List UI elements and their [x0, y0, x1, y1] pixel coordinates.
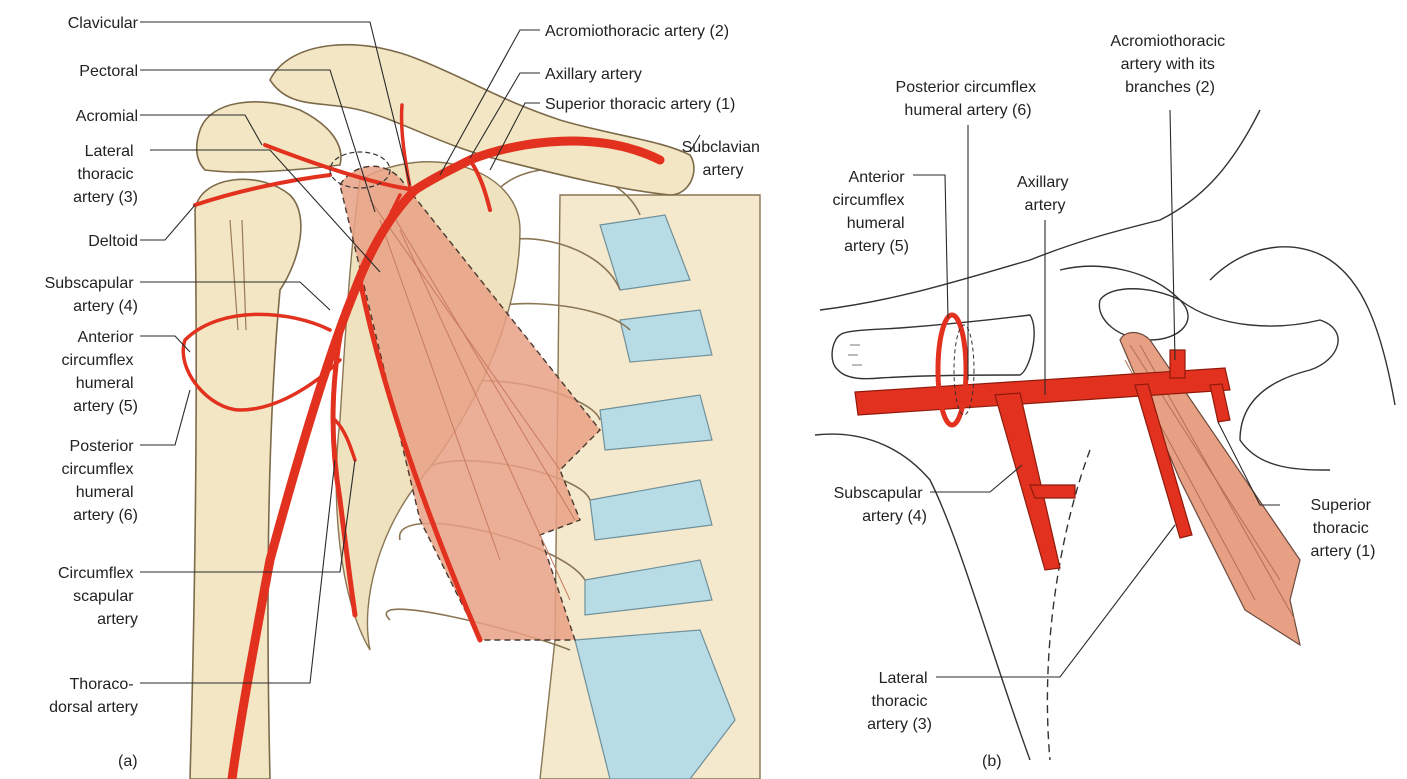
label-superior-thoracic-b: Superior thoracic artery (1)	[1311, 497, 1376, 560]
subscapular-side-branch-b	[1030, 485, 1075, 498]
panel-a-tag: (a)	[118, 753, 138, 770]
body-outline-lower	[815, 434, 1030, 760]
label-pectoral: Pectoral	[79, 63, 138, 80]
label-acromiothoracic-b: Acromiothoracic artery with its branches…	[1110, 33, 1229, 96]
acromiothoracic-stub-b	[1170, 350, 1185, 378]
label-axillary-b: Axillary artery	[1017, 174, 1073, 214]
subscapular-trunk-b	[995, 393, 1060, 570]
panel-b-tag: (b)	[982, 753, 1002, 770]
label-subscapular-a: Subscapular artery (4)	[45, 275, 138, 315]
label-posterior-circumflex-a: Posterior circumflex humeral artery (6)	[62, 438, 138, 524]
label-anterior-circumflex-b: Anterior circumflex humeral artery (5)	[833, 169, 909, 255]
label-lateral-thoracic-b: Lateral thoracic artery (3)	[867, 670, 932, 733]
label-superior-thoracic-a: Superior thoracic artery (1)	[545, 96, 735, 113]
label-lateral-thoracic-a: Lateral thoracic artery (3)	[73, 143, 138, 206]
label-deltoid: Deltoid	[88, 233, 138, 250]
label-acromial: Acromial	[76, 108, 138, 125]
label-acromiothoracic-a: Acromiothoracic artery (2)	[545, 23, 729, 40]
label-subscapular-b: Subscapular artery (4)	[834, 485, 927, 525]
label-circumflex-scapular: Circumflex scapular artery	[58, 565, 138, 628]
acromion	[197, 102, 341, 172]
label-thoracodorsal: Thoraco- dorsal artery	[49, 676, 138, 716]
label-axillary-a: Axillary artery	[545, 66, 642, 83]
scapula-outline-b	[1060, 247, 1395, 470]
label-anterior-circumflex-a: Anterior circumflex humeral artery (5)	[62, 329, 138, 415]
label-posterior-circumflex-b: Posterior circumflex humeral artery (6)	[896, 79, 1041, 119]
label-clavicular: Clavicular	[68, 15, 139, 32]
humerus-schematic	[832, 315, 1034, 379]
